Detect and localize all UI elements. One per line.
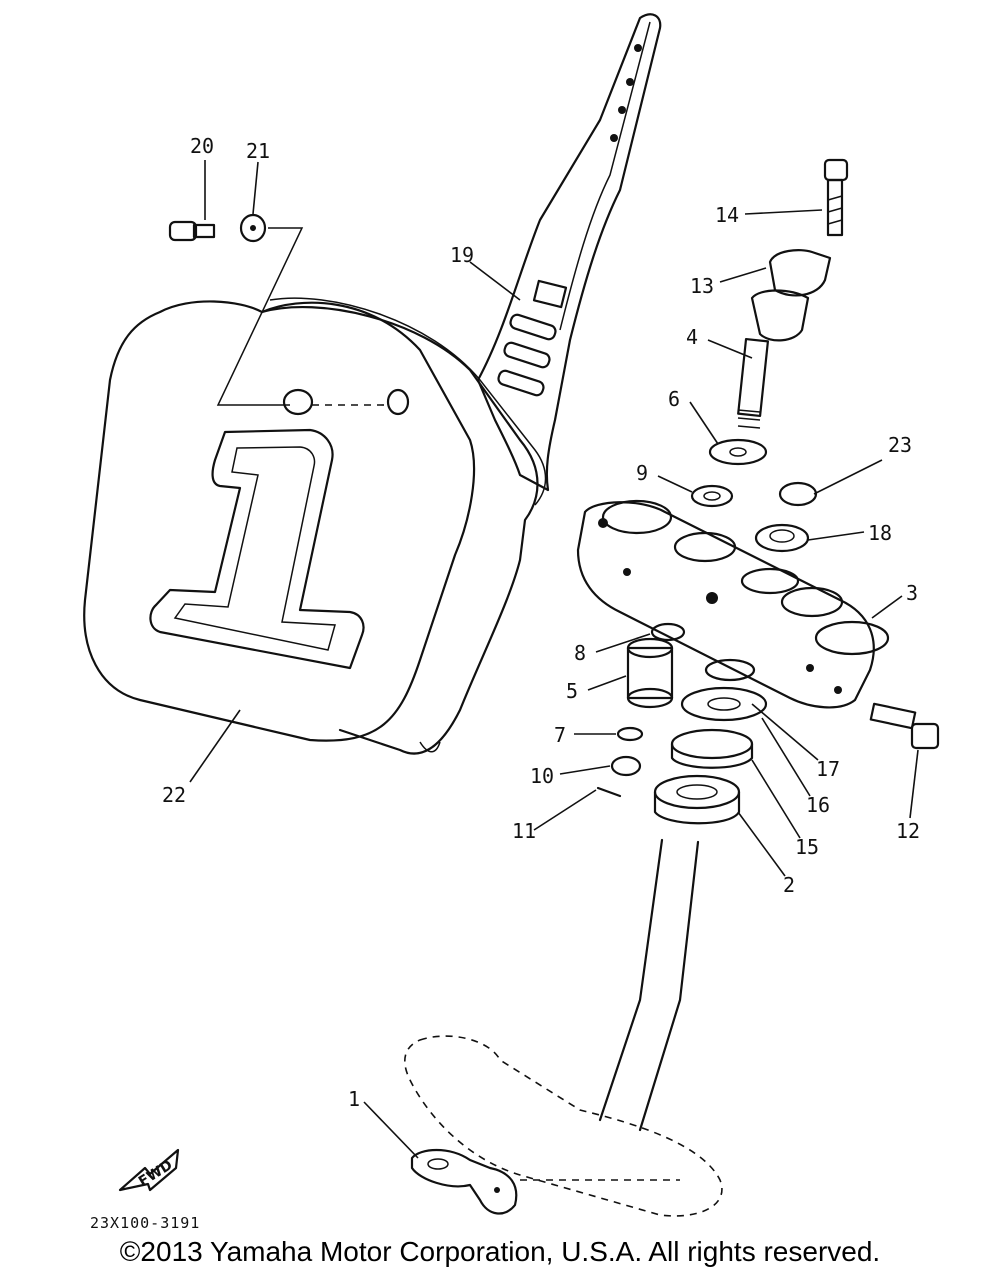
washers-and-nuts-upper [690,438,818,553]
callout-3: 3 [906,581,918,605]
cable-guide [410,1149,518,1215]
screw-and-washer [168,213,304,406]
callout-13: 13 [690,274,714,298]
bearing-stack [596,622,768,825]
callout-20: 20 [190,134,214,158]
copyright-notice: ©2013 Yamaha Motor Corporation, U.S.A. A… [119,1236,881,1267]
callout-9: 9 [636,461,648,485]
callout-labels: 20 21 19 14 13 4 6 9 23 18 3 8 5 7 10 11… [162,134,920,1111]
callout-1: 1 [348,1087,360,1111]
number-plate [83,297,547,755]
callout-21: 21 [246,139,270,163]
upper-bracket [576,499,890,709]
callout-10: 10 [530,764,554,788]
callout-22: 22 [162,783,186,807]
forward-direction-marker: FWD [118,1148,180,1192]
callout-4: 4 [686,325,698,349]
callout-18: 18 [868,521,892,545]
callout-11: 11 [512,819,536,843]
callout-15: 15 [795,835,819,859]
callout-6: 6 [668,387,680,411]
callout-14: 14 [715,203,739,227]
leader-lines [189,160,919,1159]
callout-8: 8 [574,641,586,665]
callout-16: 16 [806,793,830,817]
callout-7: 7 [554,723,566,747]
plate-stay-bracket [476,13,662,492]
callout-12: 12 [896,819,920,843]
callout-5: 5 [566,679,578,703]
steering-stem [404,838,723,1217]
callout-17: 17 [816,757,840,781]
handlebar-holder-stack [737,158,849,429]
pinch-bolt [869,702,940,750]
callout-2: 2 [783,873,795,897]
drawing-code: 23X100-3191 [90,1214,200,1232]
callout-19: 19 [450,243,474,267]
callout-23: 23 [888,433,912,457]
